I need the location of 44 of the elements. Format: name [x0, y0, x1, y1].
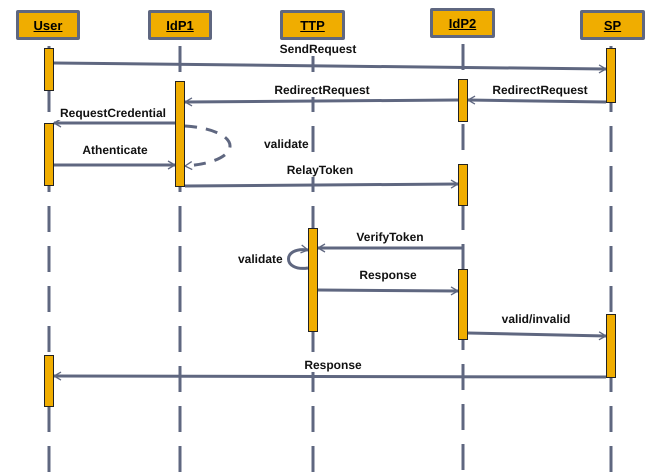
message-arrow [468, 331, 607, 340]
message-arrow [53, 118, 175, 128]
participant-box [16, 10, 80, 40]
activation-bar [606, 314, 616, 378]
activation-bar [458, 79, 468, 122]
participant-box [430, 8, 495, 38]
message-label: Response [302, 358, 364, 372]
message-label: validate [236, 252, 285, 266]
message-label: RelayToken [284, 163, 356, 177]
message-arrow [184, 97, 458, 107]
self-message-arrow [287, 244, 309, 270]
message-label: validate [262, 137, 311, 151]
participant-name: SP [604, 18, 622, 32]
message-label: VerifyToken [354, 230, 426, 244]
message-arrow [467, 95, 606, 105]
message-label: RedirectRequest [272, 83, 372, 97]
participant-box [580, 10, 645, 40]
message-arrow [318, 286, 459, 296]
message-label: Response [357, 268, 419, 282]
participant-name: IdP1 [166, 18, 194, 32]
participant-box [280, 10, 345, 40]
message-arrow [53, 371, 606, 381]
activation-bar [44, 123, 54, 186]
message-label: RedirectRequest [490, 83, 590, 97]
participant-name: User [34, 18, 62, 32]
message-arrow [54, 160, 176, 170]
activation-bar [458, 164, 468, 206]
activation-bar [606, 48, 616, 103]
message-label: SendRequest [278, 42, 358, 56]
participant-name: IdP2 [448, 16, 476, 30]
activation-bar [44, 48, 54, 91]
self-message-arrow [184, 124, 232, 170]
message-label: valid/invalid [500, 312, 572, 326]
activation-bar [308, 228, 318, 332]
activation-bar [458, 269, 468, 340]
message-arrow [184, 179, 459, 189]
message-arrow [54, 62, 607, 74]
participant-box [148, 10, 212, 40]
activation-bar [44, 355, 54, 407]
message-arrow [317, 243, 463, 253]
message-label: Athenticate [80, 143, 150, 157]
participant-name: TTP [300, 18, 325, 32]
activation-bar [175, 81, 185, 187]
message-label: RequestCredential [58, 106, 168, 120]
